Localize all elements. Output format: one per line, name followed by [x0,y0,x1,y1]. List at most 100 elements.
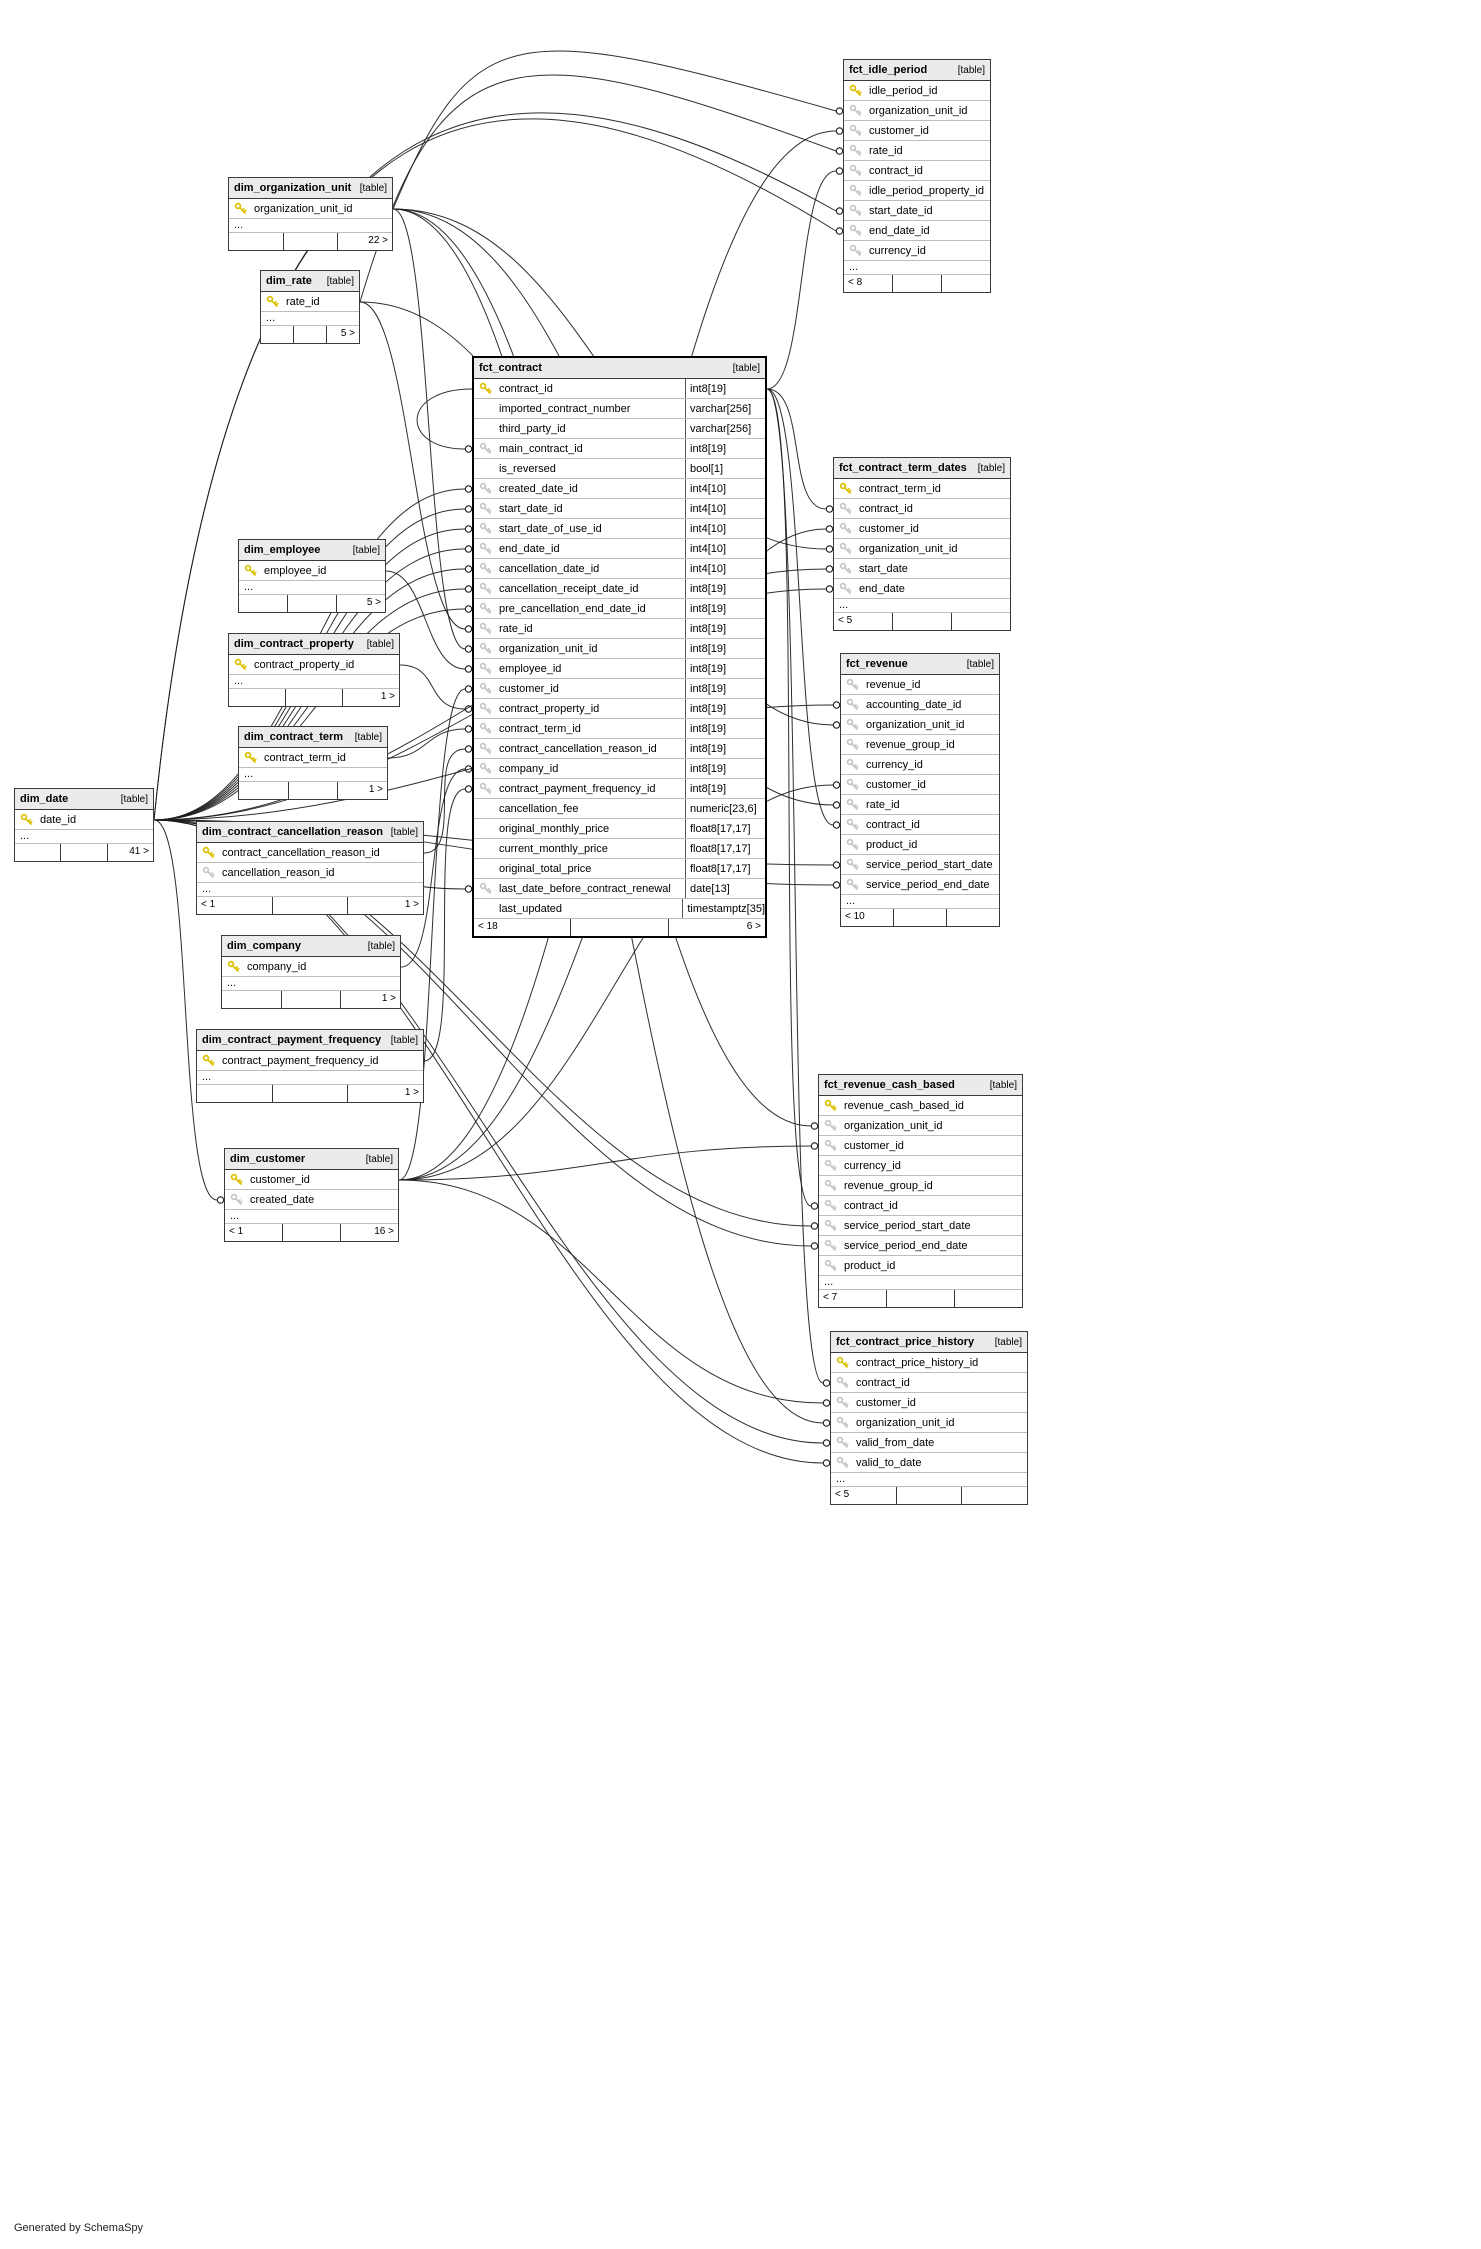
table-type-tag: [table] [390,826,418,838]
column-name: cancellation_fee [499,802,579,815]
table-name[interactable]: dim_contract_term [244,731,344,743]
table-name[interactable]: dim_contract_payment_frequency [202,1034,382,1046]
foreign-key-icon [849,124,862,136]
table-dim_contract_payment_frequency: dim_contract_payment_frequency [table] c… [196,1029,424,1103]
column-name: date_id [40,813,77,826]
column-type: int8[19] [685,599,765,618]
column-name: valid_to_date [856,1456,922,1469]
fk-endpoint-circle [464,505,473,513]
column-row-contract_id: contract_id [841,815,999,835]
foreign-key-icon [824,1219,837,1231]
ellipsis-row: ... [239,581,385,595]
primary-key-icon [202,1054,215,1066]
relationship-edge [385,570,466,670]
foreign-key-icon-slot [230,1193,250,1206]
footer-count-right: 1 > [337,782,387,799]
column-row-service_period_end_date: service_period_end_date [841,875,999,895]
table-fct_contract_price_history: fct_contract_price_history [table] contr… [830,1331,1028,1505]
column-row-organization_unit_id: organization_unit_id [229,199,392,219]
table-header[interactable]: fct_contract_term_dates [table] [834,458,1010,479]
table-name[interactable]: dim_rate [266,275,312,287]
table-name[interactable]: fct_revenue_cash_based [824,1079,955,1091]
table-dim_company: dim_company [table] company_id... 1 > [221,935,401,1009]
table-name[interactable]: fct_contract_term_dates [839,462,967,474]
table-header[interactable]: fct_revenue [table] [841,654,999,675]
column-type: varchar[256] [685,419,765,438]
table-type-tag: [table] [977,462,1005,474]
footer-count-mid [271,897,348,914]
table-name[interactable]: fct_idle_period [849,64,928,76]
column-row-currency_id: currency_id [841,755,999,775]
table-header[interactable]: dim_company [table] [222,936,400,957]
table-header[interactable]: dim_contract_cancellation_reason [table] [197,822,423,843]
primary-key-icon-slot [244,751,264,764]
relationship-edge [766,388,827,510]
table-type-tag: [table] [326,275,354,287]
foreign-key-icon [836,1416,849,1428]
table-header[interactable]: dim_rate [table] [261,271,359,292]
foreign-key-icon-slot [849,124,869,137]
footer-count-left: < 1 [229,1226,244,1237]
table-header[interactable]: dim_contract_term [table] [239,727,387,748]
table-name[interactable]: fct_revenue [846,658,908,670]
column-row-product_id: product_id [841,835,999,855]
foreign-key-icon [479,722,492,734]
column-name: current_monthly_price [499,842,608,855]
footer-count-right: 41 > [106,844,153,861]
table-header[interactable]: dim_customer [table] [225,1149,398,1170]
table-name[interactable]: dim_company [227,940,301,952]
table-name[interactable]: dim_contract_cancellation_reason [202,826,383,838]
table-header[interactable]: fct_idle_period [table] [844,60,990,81]
table-rows: contract_property_id... [229,655,399,689]
column-row-service_period_start_date: service_period_start_date [819,1216,1022,1236]
table-name[interactable]: dim_contract_property [234,638,354,650]
primary-key-icon-slot [234,658,254,671]
table-name[interactable]: dim_organization_unit [234,182,352,194]
table-type-tag: [table] [359,182,387,194]
table-header[interactable]: fct_revenue_cash_based [table] [819,1075,1022,1096]
table-name[interactable]: dim_date [20,793,69,805]
column-row-contract_id: contract_id [844,161,990,181]
table-name[interactable]: fct_contract [479,362,542,374]
footer-count-left [15,844,60,861]
table-name[interactable]: dim_employee [244,544,321,556]
column-name: start_date_id [499,502,563,515]
table-header[interactable]: dim_employee [table] [239,540,385,561]
column-type: int4[10] [685,519,765,538]
table-footer: 1 > [239,782,387,799]
footer-count-left [239,782,288,799]
foreign-key-icon-slot [824,1119,844,1132]
primary-key-icon-slot [266,295,286,308]
table-dim_contract_term: dim_contract_term [table] contract_term_… [238,726,388,800]
table-name[interactable]: dim_customer [230,1153,306,1165]
table-header[interactable]: fct_contract_price_history [table] [831,1332,1027,1353]
table-name[interactable]: fct_contract_price_history [836,1336,975,1348]
table-header[interactable]: dim_organization_unit [table] [229,178,392,199]
table-header[interactable]: dim_date [table] [15,789,153,810]
primary-key-icon [230,1173,243,1185]
foreign-key-icon-slot [836,1396,856,1409]
fk-endpoint-circle [822,1379,831,1387]
footer-count-left [197,1085,272,1102]
relationship-edge [153,819,218,1201]
table-header[interactable]: dim_contract_property [table] [229,634,399,655]
foreign-key-icon [846,858,859,870]
table-header[interactable]: dim_contract_payment_frequency [table] [197,1030,423,1051]
fk-endpoint-circle [825,525,834,533]
footer-count-mid [285,689,342,706]
ellipsis-row: ... [834,599,1010,613]
column-name: revenue_cash_based_id [844,1099,964,1112]
table-header[interactable]: fct_contract [table] [474,358,765,379]
foreign-key-icon-slot [839,502,859,515]
table-rows: company_id... [222,957,400,991]
column-row-valid_to_date: valid_to_date [831,1453,1027,1473]
